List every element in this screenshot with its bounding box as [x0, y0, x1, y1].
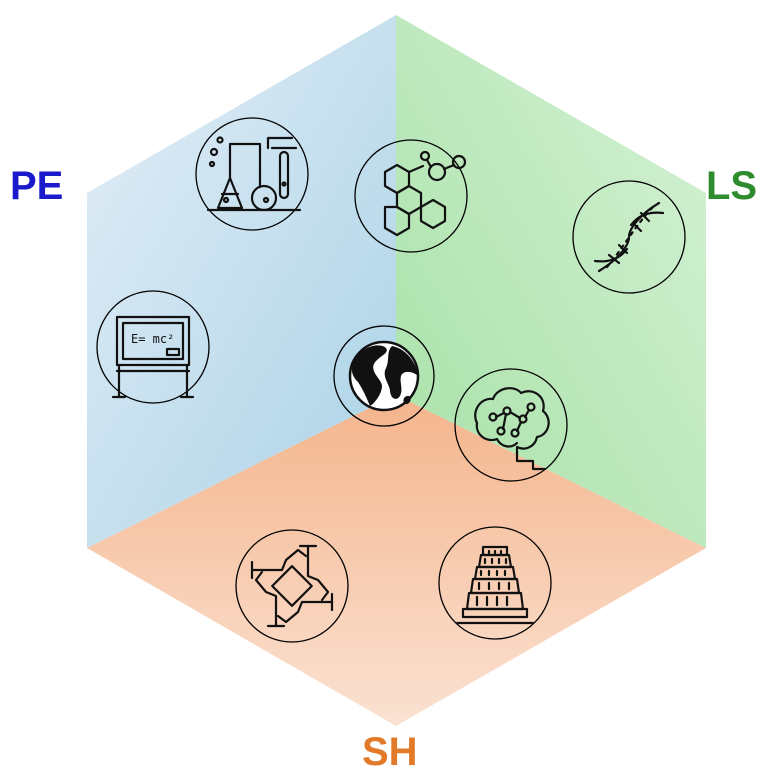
teamwork-hands-icon: [235, 529, 349, 643]
molecule-icon: [354, 139, 468, 253]
sh-region: [87, 395, 706, 726]
pe-region: [87, 15, 396, 548]
globe-icon: [333, 325, 435, 427]
ls-region: [396, 15, 706, 548]
dna-icon: [572, 180, 686, 294]
tower-of-babel-icon: [438, 526, 552, 640]
sh-label: SH: [362, 730, 418, 774]
blackboard-emc2-icon: E= mc²: [96, 290, 210, 404]
ls-label: LS: [706, 164, 758, 208]
equation-text: E= mc²: [131, 332, 174, 346]
pe-label: PE: [10, 164, 64, 208]
brain-icon: [454, 368, 568, 482]
chemistry-lab-icon: [195, 117, 309, 231]
